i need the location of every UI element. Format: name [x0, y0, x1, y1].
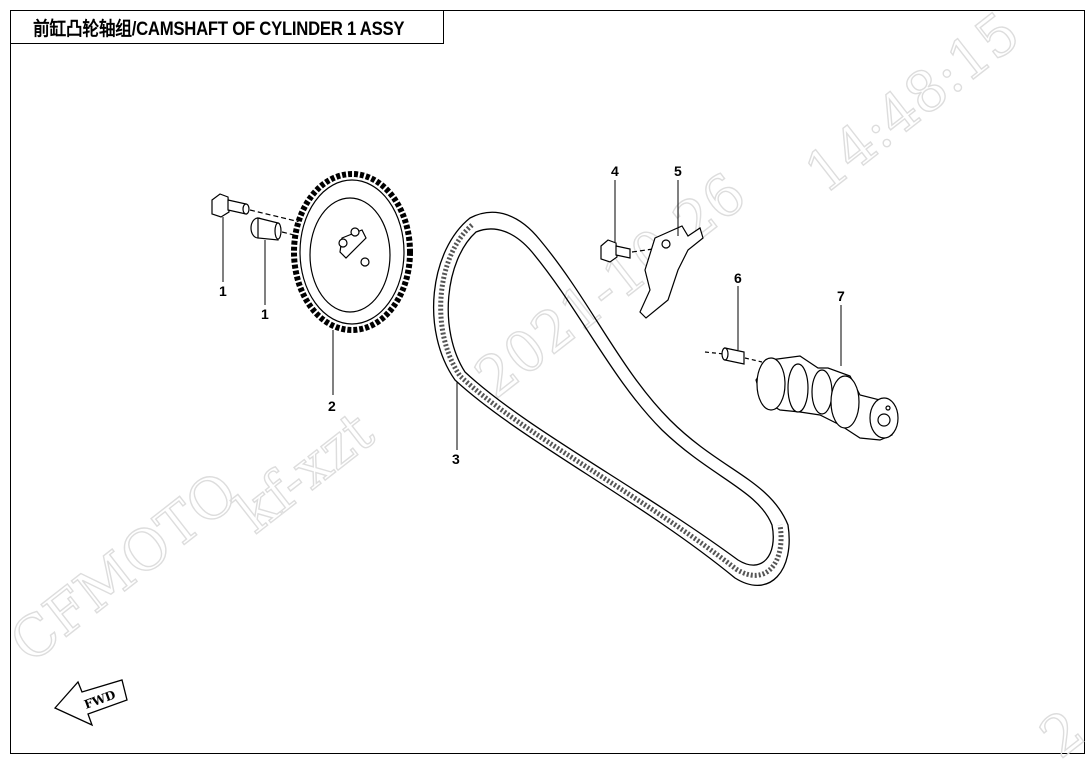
bolt-1-upper [211, 193, 301, 223]
dowel-pin-6 [704, 347, 763, 365]
camshaft-7 [755, 355, 899, 441]
callout-5: 5 [674, 163, 682, 179]
callouts: 1 1 2 3 4 5 6 7 [219, 163, 845, 467]
bolt-1-lower [250, 217, 299, 241]
fwd-arrow-icon: FWD [53, 679, 128, 727]
callout-3: 3 [452, 451, 460, 467]
title-box: 前缸凸轮轴组/CAMSHAFT OF CYLINDER 1 ASSY [10, 10, 444, 44]
bolt-4 [600, 239, 661, 263]
page-title: 前缸凸轮轴组/CAMSHAFT OF CYLINDER 1 ASSY [33, 18, 405, 40]
leader-lines [222, 180, 842, 450]
callout-7: 7 [837, 288, 845, 304]
drawing-frame [10, 10, 1085, 754]
callout-2: 2 [328, 398, 336, 414]
callout-6: 6 [734, 270, 742, 286]
callout-4: 4 [611, 163, 619, 179]
watermark-time: 14:48:15 [794, 0, 1032, 206]
cam-sprocket [291, 171, 413, 333]
watermark-date: 2021-10-26 [464, 161, 758, 411]
watermark-brand: CFMOTO [0, 460, 250, 676]
callout-1-lower: 1 [261, 306, 269, 322]
watermark-user: kf-xzt [224, 399, 387, 546]
callout-1-upper: 1 [219, 283, 227, 299]
timing-chain [432, 211, 790, 586]
watermark-corner: 2 [1029, 698, 1090, 760]
guide-plate-5 [639, 225, 704, 319]
